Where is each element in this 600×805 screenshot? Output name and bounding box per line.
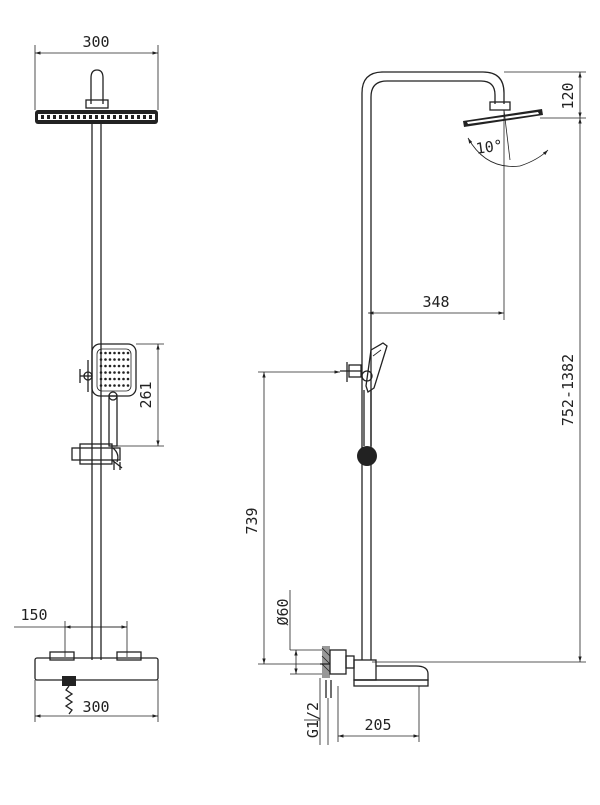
handset-nozzle xyxy=(99,364,103,368)
dim-arm-reach: 348 xyxy=(368,165,505,320)
dim-connection: G1/2 xyxy=(304,678,329,745)
front-mixer-base xyxy=(34,651,159,715)
dim-handset-height: 261 xyxy=(117,343,164,447)
nozzle xyxy=(137,115,140,119)
handset-nozzle xyxy=(104,364,107,368)
handset-nozzle xyxy=(122,371,125,374)
dim-tilt-angle: 10° xyxy=(467,109,549,167)
dim-tilt-angle-label: 10° xyxy=(475,136,504,158)
nozzle xyxy=(95,115,98,119)
nozzle xyxy=(47,115,50,119)
bracket-ball xyxy=(357,446,377,466)
handset-nozzle xyxy=(108,371,112,374)
side-shower-head xyxy=(463,109,543,127)
handset-nozzle xyxy=(126,364,130,368)
nozzle xyxy=(119,115,122,119)
handset-nozzle xyxy=(117,377,121,381)
nozzle xyxy=(41,115,44,119)
nozzle xyxy=(71,115,74,119)
handset-nozzle xyxy=(122,384,125,387)
nozzle xyxy=(107,115,110,119)
dim-head-width: 300 xyxy=(34,33,159,110)
handset-nozzle xyxy=(108,358,112,361)
front-shower-head xyxy=(35,69,158,124)
handset-nozzle xyxy=(108,351,112,355)
dim-head-width-label: 300 xyxy=(82,33,109,51)
dim-pipe-diameter: Ø60 xyxy=(274,590,322,675)
dim-adjust-range: 752-1382 xyxy=(372,118,586,663)
nozzle xyxy=(149,115,152,119)
handset-nozzle xyxy=(113,351,116,355)
front-handset xyxy=(79,343,137,447)
nozzle xyxy=(131,115,134,119)
handset-nozzle xyxy=(113,371,116,374)
nozzle xyxy=(101,115,104,119)
handset-nozzle xyxy=(104,377,107,381)
dim-inlet-spacing: 150 xyxy=(14,606,128,657)
nozzle xyxy=(89,115,92,119)
handset-nozzle xyxy=(113,358,116,361)
nozzle xyxy=(83,115,86,119)
handset-nozzle xyxy=(104,358,107,361)
handset-nozzle xyxy=(113,364,116,368)
nozzle xyxy=(77,115,80,119)
dim-arm-reach-label: 348 xyxy=(422,293,449,311)
handset-nozzle xyxy=(117,384,121,387)
handset-nozzle xyxy=(113,384,116,387)
side-mixer xyxy=(320,646,429,698)
nozzle xyxy=(65,115,68,119)
dim-base-width: 300 xyxy=(34,680,159,722)
handset-nozzle xyxy=(122,364,125,368)
side-handset xyxy=(340,342,388,466)
handset-nozzle xyxy=(99,358,103,361)
dim-arm-height-label: 120 xyxy=(559,82,577,109)
handset-nozzle xyxy=(104,371,107,374)
handset-nozzle xyxy=(99,377,103,381)
handset-nozzle xyxy=(117,364,121,368)
front-riser-pipe xyxy=(91,124,102,660)
dim-mixer-height-label: 739 xyxy=(243,507,261,534)
nozzle xyxy=(53,115,56,119)
nozzle xyxy=(125,115,128,119)
handset-nozzle xyxy=(126,371,130,374)
handset-nozzle xyxy=(99,351,103,355)
handset-nozzle xyxy=(104,351,107,355)
handset-nozzle xyxy=(108,364,112,368)
handset-nozzle xyxy=(126,358,130,361)
side-view: 10° 120 752-1382 348 xyxy=(243,71,586,745)
front-view: 300 xyxy=(14,33,164,722)
dim-connection-label: G1/2 xyxy=(304,702,322,738)
handset-nozzle xyxy=(122,358,125,361)
handset-nozzle xyxy=(104,384,107,387)
handset-nozzle xyxy=(108,377,112,381)
handset-nozzle xyxy=(122,351,125,355)
nozzle xyxy=(143,115,146,119)
handset-nozzle xyxy=(117,358,121,361)
dim-handset-height-label: 261 xyxy=(137,381,155,408)
handset-nozzle xyxy=(126,384,130,387)
dim-adjust-range-label: 752-1382 xyxy=(559,354,577,426)
handset-nozzle xyxy=(113,377,116,381)
dim-base-width-label: 300 xyxy=(82,698,109,716)
handset-nozzle xyxy=(122,377,125,381)
handset-nozzle xyxy=(117,371,121,374)
dim-spout-length: 205 xyxy=(337,686,420,742)
dim-mixer-height: 739 xyxy=(243,370,340,665)
front-slide-bracket xyxy=(71,443,123,470)
dim-pipe-diameter-label: Ø60 xyxy=(274,598,292,625)
handset-nozzle xyxy=(117,351,121,355)
handset-nozzle xyxy=(99,371,103,374)
dim-inlet-spacing-label: 150 xyxy=(20,606,47,624)
handset-nozzle xyxy=(108,384,112,387)
handset-nozzle xyxy=(126,377,130,381)
handset-nozzle xyxy=(99,384,103,387)
side-riser-arm xyxy=(361,71,511,660)
dim-spout-length-label: 205 xyxy=(364,716,391,734)
handset-nozzle xyxy=(126,351,130,355)
nozzle xyxy=(113,115,116,119)
dim-arm-height: 120 xyxy=(504,71,586,119)
nozzle xyxy=(59,115,62,119)
